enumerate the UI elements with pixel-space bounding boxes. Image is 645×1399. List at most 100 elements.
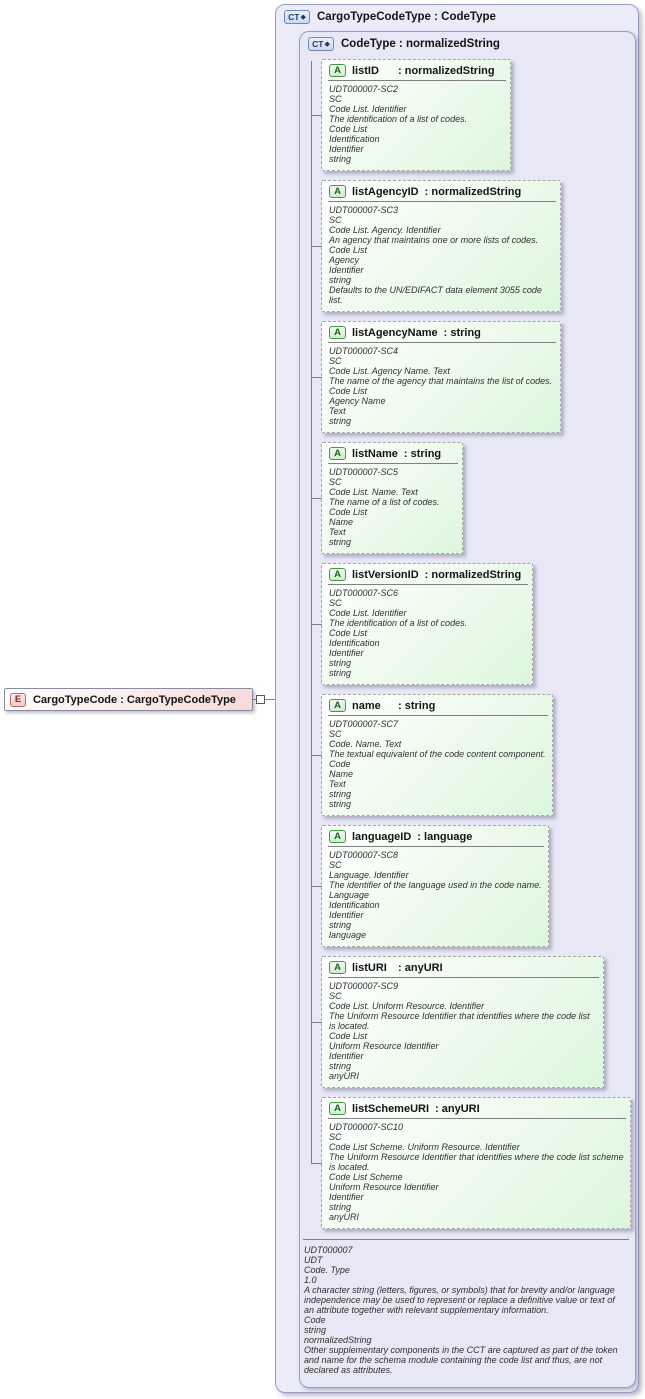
attribute-header: A listURI anyURI (322, 957, 603, 977)
attribute-detail-line: UDT000007-SC10 (329, 1122, 404, 1132)
attribute-detail-line: Text (329, 779, 346, 789)
outer-header: CT ◆ CargoTypeCodeType : CodeType (276, 5, 638, 29)
attribute-icon: A (329, 64, 346, 77)
attribute-detail-line: string (329, 789, 352, 799)
attribute-list: A listID normalizedString UDT000007-SC2S… (311, 59, 635, 1229)
attribute-detail-line: string (329, 920, 352, 930)
attribute-type: string (398, 700, 436, 712)
attribute-box-listAgencyName[interactable]: A listAgencyName string UDT000007-SC4SCC… (311, 321, 561, 433)
attribute-name: listSchemeURI (352, 1102, 430, 1115)
attribute-detail-line: language (329, 930, 367, 940)
attribute-detail-line: Code (329, 759, 351, 769)
attribute-detail-line: Identification (329, 638, 380, 648)
attribute-separator (328, 80, 506, 81)
attribute-detail-line: The identification of a list of codes. (329, 114, 468, 124)
connector-trunk (311, 61, 312, 1163)
attribute-header: A listVersionID normalizedString (322, 564, 532, 584)
attribute-detail-line: Identifier (329, 910, 364, 920)
attribute-name: listVersionID (352, 568, 419, 581)
attribute-detail-line: The Uniform Resource Identifier that ide… (329, 1011, 590, 1031)
attribute-detail-line: Uniform Resource Identifier (329, 1041, 439, 1051)
attribute-icon: A (329, 1102, 346, 1115)
attribute-detail-line: An agency that maintains one or more lis… (329, 235, 539, 245)
annotation-separator (303, 1239, 629, 1240)
attribute-detail-line: Identification (329, 134, 380, 144)
attribute-separator (328, 715, 548, 716)
attribute-detail-line: Code List (329, 1031, 368, 1041)
attribute-detail-line: SC (329, 991, 342, 1001)
annotation-line: Code. Type (304, 1265, 350, 1275)
attribute-detail-line: string (329, 1061, 352, 1071)
complextype-icon: CT ◆ (284, 10, 310, 24)
attribute-box-languageID[interactable]: A languageID language UDT000007-SC8SCLan… (311, 825, 549, 947)
attribute-detail-line: string (329, 275, 352, 285)
connector-square (256, 695, 265, 704)
attribute-detail-line: Identification (329, 900, 380, 910)
attribute-detail-line: SC (329, 598, 342, 608)
attribute-detail-line: string (329, 668, 352, 678)
attribute-detail-line: Identifier (329, 265, 364, 275)
attribute-detail-line: SC (329, 356, 342, 366)
attribute-box-listVersionID[interactable]: A listVersionID normalizedString UDT0000… (311, 563, 533, 685)
attribute-box-listID[interactable]: A listID normalizedString UDT000007-SC2S… (311, 59, 511, 171)
attribute-detail-line: The identifier of the language used in t… (329, 880, 542, 890)
element-box-cargotypecode[interactable]: E CargoTypeCode : CargoTypeCodeType (4, 688, 253, 711)
attribute-detail-line: UDT000007-SC8 (329, 850, 399, 860)
attribute-detail-line: Code List. Uniform Resource. Identifier (329, 1001, 485, 1011)
attribute-icon: A (329, 185, 346, 198)
attribute-icon: A (329, 568, 346, 581)
attribute-header: A listName string (322, 443, 462, 463)
attribute-detail-line: Defaults to the UN/EDIFACT data element … (329, 285, 542, 305)
attribute-box-listSchemeURI[interactable]: A listSchemeURI anyURI UDT000007-SC10SCC… (311, 1097, 631, 1229)
attribute-detail-line: anyURI (329, 1071, 360, 1081)
attribute-detail-line: string (329, 416, 352, 426)
attribute-detail-line: Identifier (329, 648, 364, 658)
attribute-detail-line: Code List Scheme (329, 1172, 403, 1182)
attribute-header: A listAgencyName string (322, 322, 560, 342)
attribute-detail-line: Code List (329, 628, 368, 638)
attribute-detail-line: Code List. Agency Name. Text (329, 366, 450, 376)
complextype-icon-label: CT (312, 38, 324, 49)
attribute-header: A listID normalizedString (322, 60, 510, 80)
attribute-detail-line: string (329, 799, 352, 809)
diamond-glyph: ◆ (324, 40, 330, 48)
attribute-detail-line: Agency (329, 255, 360, 265)
attribute-name: name (352, 699, 381, 712)
attribute-header: A listSchemeURI anyURI (322, 1098, 630, 1118)
attribute-detail-line: Code List Scheme. Uniform Resource. Iden… (329, 1142, 520, 1152)
attribute-detail-line: Text (329, 527, 346, 537)
attribute-separator (328, 584, 528, 585)
attribute-detail-line: Agency Name (329, 396, 386, 406)
attribute-detail-line: SC (329, 215, 342, 225)
annotation-line: UDT (304, 1255, 323, 1265)
attribute-detail-line: string (329, 1202, 352, 1212)
attribute-detail-line: Code List (329, 245, 368, 255)
attribute-separator (328, 977, 599, 978)
attribute-detail-line: The Uniform Resource Identifier that ide… (329, 1152, 624, 1172)
attribute-type: anyURI (398, 962, 443, 974)
annotation-line: Other supplementary components in the CC… (304, 1345, 618, 1375)
attribute-type: string (444, 327, 481, 339)
attribute-detail-line: SC (329, 860, 342, 870)
attribute-detail-line: SC (329, 94, 342, 104)
attribute-box-listAgencyID[interactable]: A listAgencyID normalizedString UDT00000… (311, 180, 561, 312)
attribute-detail-line: Uniform Resource Identifier (329, 1182, 439, 1192)
attribute-detail-line: Text (329, 406, 346, 416)
attribute-detail-line: The name of a list of codes. (329, 497, 440, 507)
attribute-separator (328, 846, 544, 847)
attribute-detail-line: Code List (329, 386, 368, 396)
attribute-detail-line: Code. Name. Text (329, 739, 402, 749)
annotation-line: UDT000007 (304, 1245, 353, 1255)
attribute-detail-line: string (329, 537, 352, 547)
